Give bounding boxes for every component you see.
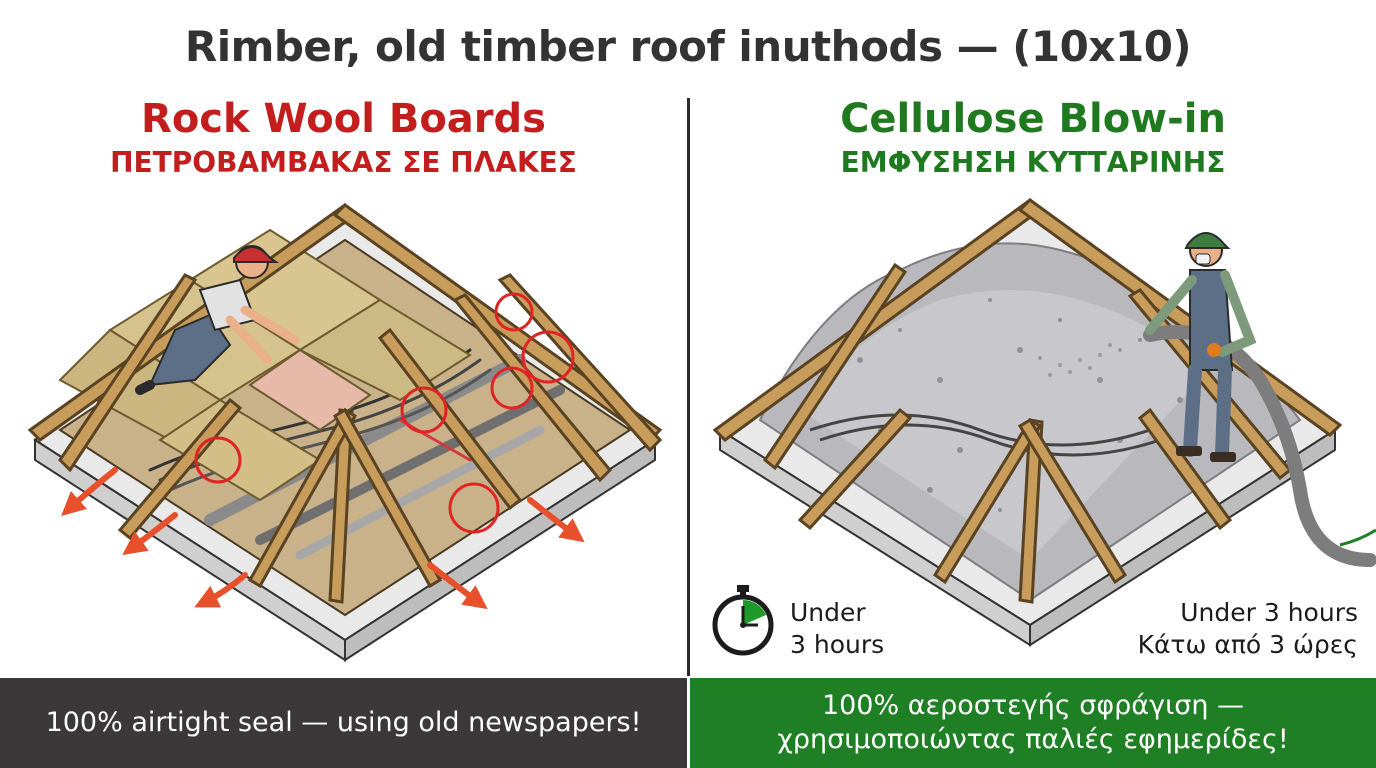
timer-label: Under 3 hours xyxy=(790,597,884,661)
time-gr: Κάτω από 3 ώρες xyxy=(1137,630,1358,659)
hose-cable xyxy=(1339,528,1376,547)
timer-line-1: Under xyxy=(790,598,866,627)
left-heading-en: Rock Wool Boards xyxy=(141,96,546,142)
roof-rafters-right xyxy=(712,198,1343,604)
worker-rock-wool xyxy=(135,245,300,395)
right-heading-gr: ΕΜΦΥΣΗΣΗ ΚΥΤΤΑΡΙΝΗΣ xyxy=(840,146,1226,179)
panel-divider xyxy=(687,98,690,676)
left-banner: 100% airtight seal — using old newspaper… xyxy=(0,678,687,768)
timer-line-2: 3 hours xyxy=(790,630,885,659)
gap-circle-icon xyxy=(194,292,575,534)
right-banner: 100% αεροστεγής σφράγιση — χρησιμοποιώντ… xyxy=(690,678,1376,768)
roof-rafters xyxy=(27,203,663,604)
worker-cellulose xyxy=(1145,232,1257,462)
time-summary: Under 3 hours Κάτω από 3 ώρες xyxy=(1138,597,1358,661)
embedded-cables xyxy=(809,413,1161,457)
rock-wool-illustration xyxy=(27,203,663,662)
right-banner-line-2: χρησιμοποιώντας παλιές εφημερίδες! xyxy=(777,724,1289,755)
left-banner-text: 100% airtight seal — using old newspaper… xyxy=(45,707,642,738)
time-en: Under 3 hours xyxy=(1180,598,1358,627)
cellulose-illustration xyxy=(712,198,1376,656)
left-heading-gr: ΠΕΤΡΟΒΑΜΒΑΚΑΣ ΣΕ ΠΛΑΚΕΣ xyxy=(110,146,577,179)
right-banner-line-1: 100% αεροστεγής σφράγιση — xyxy=(821,690,1245,721)
cellulose-spray xyxy=(1038,343,1122,377)
page-title: Rimber, old timber roof inuthods — (10x1… xyxy=(184,22,1192,71)
stopwatch-icon xyxy=(712,585,774,656)
heat-loss-arrow-icon xyxy=(61,467,585,610)
right-heading-en: Cellulose Blow-in xyxy=(840,96,1226,142)
